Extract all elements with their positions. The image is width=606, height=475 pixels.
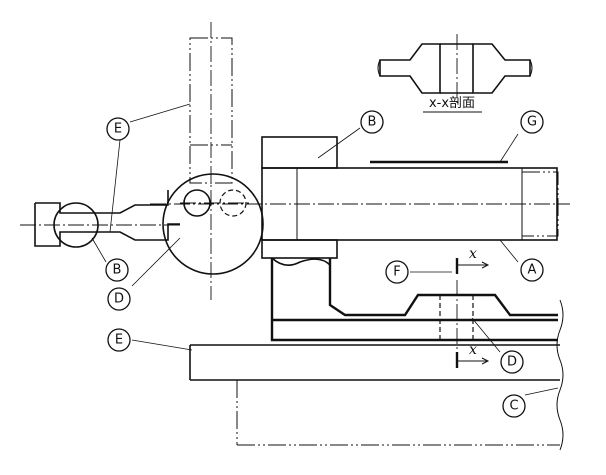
callout-A: A	[520, 258, 544, 282]
callout-G: G	[520, 110, 544, 134]
base-plate	[189, 344, 560, 446]
section-title: x-x剖面	[429, 96, 475, 111]
callout-E-top: E	[106, 117, 130, 141]
handle-horizontal	[20, 190, 180, 248]
svg-text:C: C	[509, 399, 518, 414]
bushing-block-bottom	[261, 239, 338, 259]
callout-D-bottom: D	[500, 350, 524, 374]
break-line	[556, 299, 564, 451]
leader-lines	[91, 103, 559, 396]
callout-C: C	[502, 394, 526, 418]
svg-text:B: B	[113, 263, 122, 278]
svg-text:G: G	[527, 115, 537, 130]
callout-E-bottom: E	[107, 328, 131, 352]
callout-D-left: D	[107, 287, 131, 311]
section-view-xx	[377, 34, 533, 104]
handle-phantom-vertical	[189, 22, 233, 300]
clamp-screw	[150, 167, 570, 241]
svg-text:F: F	[393, 265, 400, 280]
svg-text:E: E	[115, 333, 123, 348]
callout-F: F	[385, 260, 409, 284]
cutting-plane-top	[455, 258, 490, 274]
bushing-block-top	[261, 136, 338, 169]
cutting-plane-bottom	[455, 352, 490, 368]
cut-mark-x-bottom: x	[469, 342, 477, 358]
svg-text:B: B	[368, 115, 377, 130]
clamp-jaw	[270, 257, 558, 360]
callout-B-left: B	[105, 258, 129, 282]
cut-mark-x-top: x	[469, 246, 477, 262]
svg-text:D: D	[114, 292, 124, 307]
callout-B-top: B	[360, 110, 384, 134]
handle-eye	[162, 173, 264, 275]
svg-text:A: A	[528, 263, 537, 278]
svg-text:E: E	[114, 122, 122, 137]
svg-text:D: D	[507, 355, 517, 370]
